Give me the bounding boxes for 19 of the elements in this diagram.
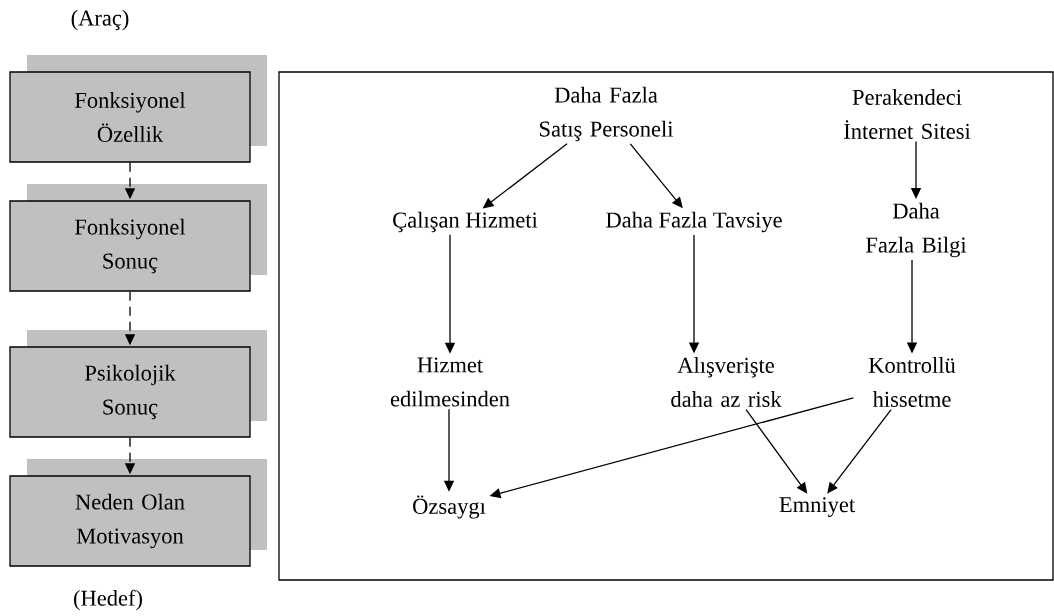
- node-label: Kontrollü hissetme: [868, 357, 956, 407]
- arrow: [827, 408, 892, 494]
- end-label: (Hedef): [74, 589, 142, 611]
- node-label: Özsaygı: [413, 495, 486, 519]
- node-label: Emniyet: [779, 497, 855, 517]
- process-box: Fonksiyonel Özellik: [9, 55, 267, 163]
- node-label: Alışverişte daha az risk: [671, 357, 782, 407]
- process-box: Psikolojik Sonuç: [9, 330, 267, 438]
- end-label: (Araç): [71, 9, 129, 31]
- node-label: Daha Fazla Tavsiye: [606, 211, 782, 233]
- node-label: Daha Fazla Satış Personeli: [540, 86, 674, 142]
- node-label: Daha Fazla Bilgi: [866, 202, 967, 258]
- node-label: Çalışan Hizmeti: [393, 211, 538, 233]
- process-box: Fonksiyonel Sonuç: [9, 184, 267, 292]
- process-box: Neden Olan Motivasyon: [9, 459, 267, 567]
- arrow: [745, 408, 808, 494]
- frame-box: [278, 71, 1054, 581]
- node-label: Perakendeci İnternet Sitesi: [844, 89, 971, 139]
- node-label: Hizmet edilmesinden: [390, 357, 510, 407]
